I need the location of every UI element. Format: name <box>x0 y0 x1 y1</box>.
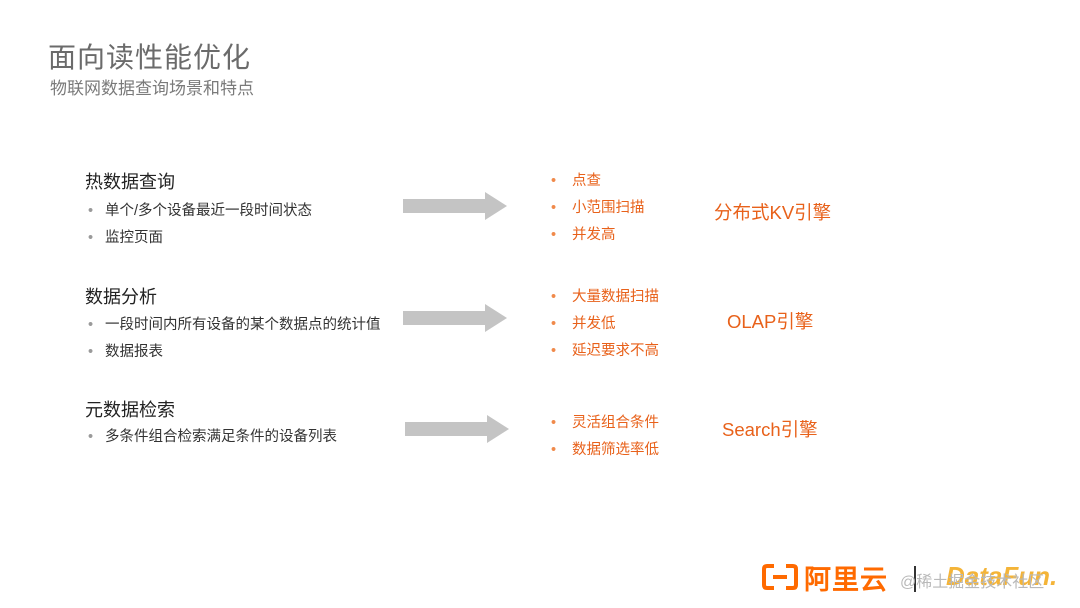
right-bullet-item: •小范围扫描 <box>551 200 645 216</box>
right-bullet-item: •灵活组合条件 <box>551 415 659 431</box>
page-title: 面向读性能优化 <box>48 42 252 73</box>
engine-label: 分布式KV引擎 <box>714 202 832 223</box>
right-arrow-icon <box>403 304 507 332</box>
right-bullet-item: •并发低 <box>551 316 616 332</box>
engine-label: OLAP引擎 <box>727 311 814 332</box>
right-arrow-icon <box>403 192 507 220</box>
right-arrow-icon <box>405 415 509 443</box>
right-bullet-item: •并发高 <box>551 227 616 243</box>
left-bullet-item: •多条件组合检索满足条件的设备列表 <box>88 429 337 445</box>
left-bullet-item: •单个/多个设备最近一段时间状态 <box>88 203 313 219</box>
watermark-brand: DataFun. <box>946 561 1058 591</box>
right-bullet-item: •延迟要求不高 <box>551 343 659 359</box>
aliyun-logo: 阿里云 <box>762 560 888 595</box>
right-bullet-item: •数据筛选率低 <box>551 442 659 458</box>
aliyun-bracket-icon <box>762 564 798 590</box>
footer-divider <box>914 566 916 592</box>
right-bullet-item: •点查 <box>551 173 601 189</box>
left-bullet-item: •一段时间内所有设备的某个数据点的统计值 <box>88 317 381 333</box>
right-bullet-item: •大量数据扫描 <box>551 289 659 305</box>
left-bullet-item: •监控页面 <box>88 230 163 246</box>
logo-text: 阿里云 <box>804 564 888 595</box>
engine-label: Search引擎 <box>722 419 818 440</box>
section-title: 元数据检索 <box>85 400 175 420</box>
watermark-text: @稀土掘金技术社区 <box>900 574 1045 591</box>
page-subtitle: 物联网数据查询场景和特点 <box>50 79 254 98</box>
left-bullet-item: •数据报表 <box>88 344 163 360</box>
section-title: 数据分析 <box>85 287 157 307</box>
section-title: 热数据查询 <box>85 172 175 192</box>
